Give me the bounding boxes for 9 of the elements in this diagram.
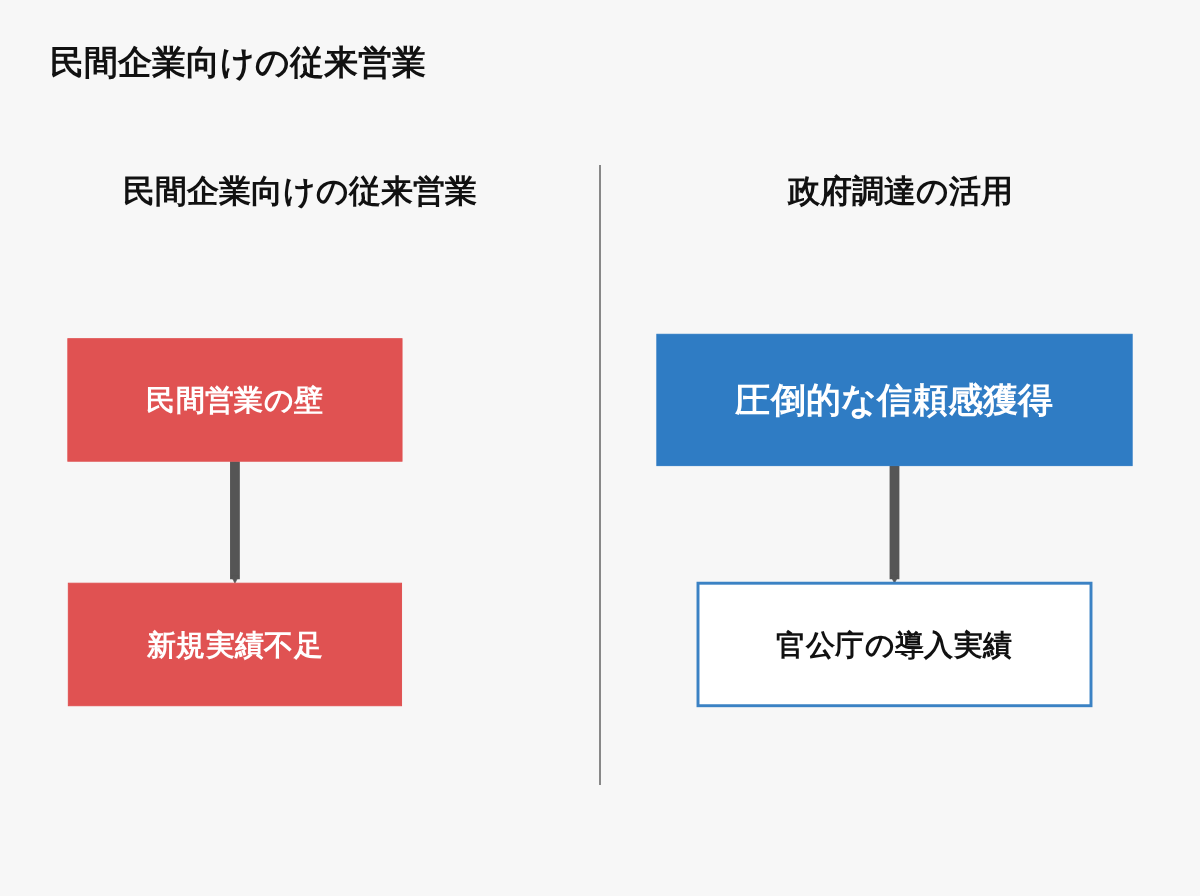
node-box: 新規実績不足	[67, 582, 403, 707]
node-box: 圧倒的な信頼感獲得	[656, 333, 1133, 467]
column-heading: 政府調達の活用	[786, 171, 1014, 212]
arrow	[889, 465, 900, 584]
node-box: 官公庁の導入実績	[696, 581, 1093, 708]
node-box: 民間営業の壁	[67, 338, 403, 462]
column-heading: 民間企業向けの従来営業	[122, 171, 478, 212]
arrow	[230, 461, 240, 584]
title: 民間企業向けの従来営業	[50, 41, 426, 84]
